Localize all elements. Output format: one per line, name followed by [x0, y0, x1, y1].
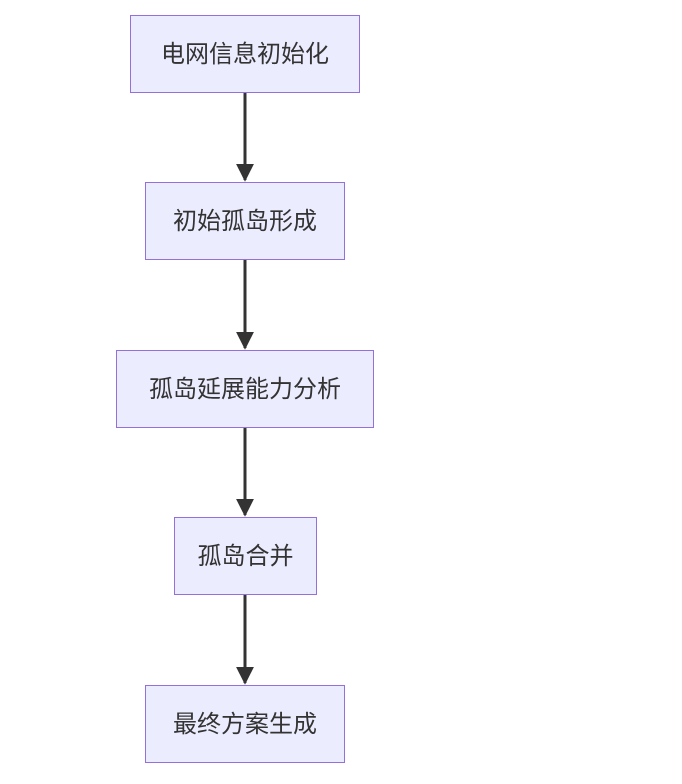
node-label: 孤岛延展能力分析 [149, 375, 341, 403]
node-label: 初始孤岛形成 [173, 207, 317, 235]
node-initial-island-formation: 初始孤岛形成 [145, 182, 345, 260]
node-grid-info-init: 电网信息初始化 [130, 15, 360, 93]
node-final-plan-generation: 最终方案生成 [145, 685, 345, 763]
node-label: 孤岛合并 [197, 542, 294, 570]
node-island-extension-analysis: 孤岛延展能力分析 [116, 350, 374, 428]
node-island-merge: 孤岛合并 [174, 517, 317, 595]
node-label: 最终方案生成 [173, 710, 317, 738]
node-label: 电网信息初始化 [161, 40, 329, 68]
